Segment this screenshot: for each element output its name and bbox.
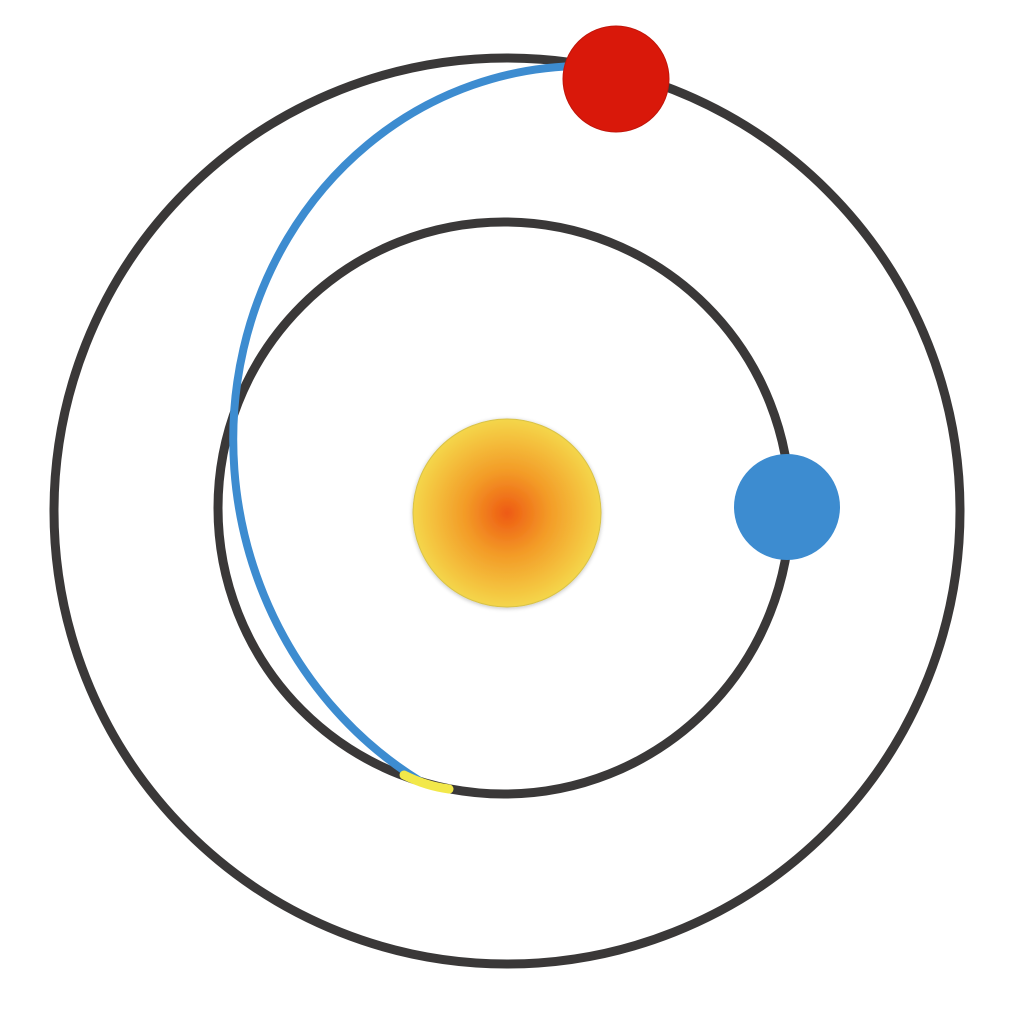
departure-segment xyxy=(399,770,454,794)
transfer-path xyxy=(229,61,589,785)
red-planet-icon xyxy=(562,25,670,133)
blue-planet-icon xyxy=(734,454,840,560)
sun-icon xyxy=(412,418,602,608)
outer-orbit xyxy=(49,53,965,969)
